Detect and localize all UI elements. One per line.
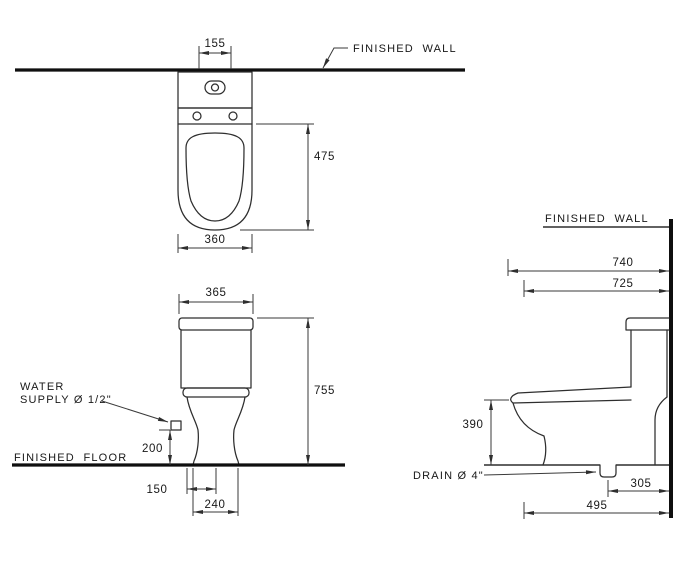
finished-floor-label: FINISHED FLOOR — [14, 452, 127, 464]
side-drain-trap — [599, 464, 617, 478]
plan-hinge-left — [192, 111, 202, 121]
dim-text-390: 390 — [463, 419, 484, 431]
front-view — [170, 317, 254, 466]
front-seat — [182, 387, 250, 398]
dim-text-475: 475 — [314, 151, 335, 163]
plan-flush-button — [210, 83, 220, 92]
side-seat-and-rim — [510, 386, 632, 404]
side-tank-lid — [625, 317, 670, 331]
plan-dimensions: 155 475 360 — [177, 38, 335, 253]
side-bowl-underside — [512, 402, 547, 466]
dim-text-755: 755 — [314, 385, 335, 397]
water-supply-leader — [101, 400, 169, 423]
dim-text-725: 725 — [613, 278, 634, 290]
front-dimensions: 365 755 200 150 240 — [142, 287, 335, 516]
dim-text-305: 305 — [631, 478, 652, 490]
water-supply-label-group: WATER SUPPLY Ø 1/2" — [20, 381, 169, 423]
finished-wall-side-label: FINISHED WALL — [545, 213, 649, 225]
water-supply-label-line1: WATER — [20, 381, 65, 393]
plan-flush-button-outline — [204, 80, 226, 95]
side-dimensions: 740 725 390 305 495 — [463, 257, 669, 519]
dim-text-240: 240 — [205, 499, 226, 511]
dim-text-155: 155 — [205, 38, 226, 50]
water-supply-label-line2: SUPPLY Ø 1/2" — [20, 394, 112, 406]
drain-label-group: DRAIN Ø 4" — [413, 470, 597, 482]
dim-text-365: 365 — [206, 287, 227, 299]
finished-wall-top-leader — [322, 47, 348, 69]
plan-bowl-inner-outline — [185, 132, 245, 222]
dim-text-200: 200 — [142, 443, 163, 455]
dim-text-495: 495 — [587, 500, 608, 512]
front-bowl-right-edge — [233, 396, 246, 466]
finished-wall-top-label: FINISHED WALL — [353, 43, 457, 55]
dim-text-360: 360 — [205, 234, 226, 246]
front-tank-lid — [178, 317, 254, 331]
dim-text-150: 150 — [147, 484, 168, 496]
front-water-supply-fitting — [170, 420, 182, 431]
finished-wall-top-label-group: FINISHED WALL — [322, 43, 457, 69]
finished-floor-group: FINISHED FLOOR — [12, 452, 345, 467]
drain-leader — [483, 470, 597, 476]
front-tank-body — [180, 329, 252, 389]
dim-text-740: 740 — [613, 257, 634, 269]
plan-hinge-right — [228, 111, 238, 121]
side-view: FINISHED WALL — [484, 213, 673, 518]
front-bowl-left-edge — [186, 396, 199, 466]
plan-seat-outline — [177, 107, 253, 231]
side-pedestal-back — [654, 396, 668, 466]
drain-label: DRAIN Ø 4" — [413, 470, 484, 482]
plan-view — [15, 68, 465, 231]
plan-cistern — [177, 71, 253, 109]
